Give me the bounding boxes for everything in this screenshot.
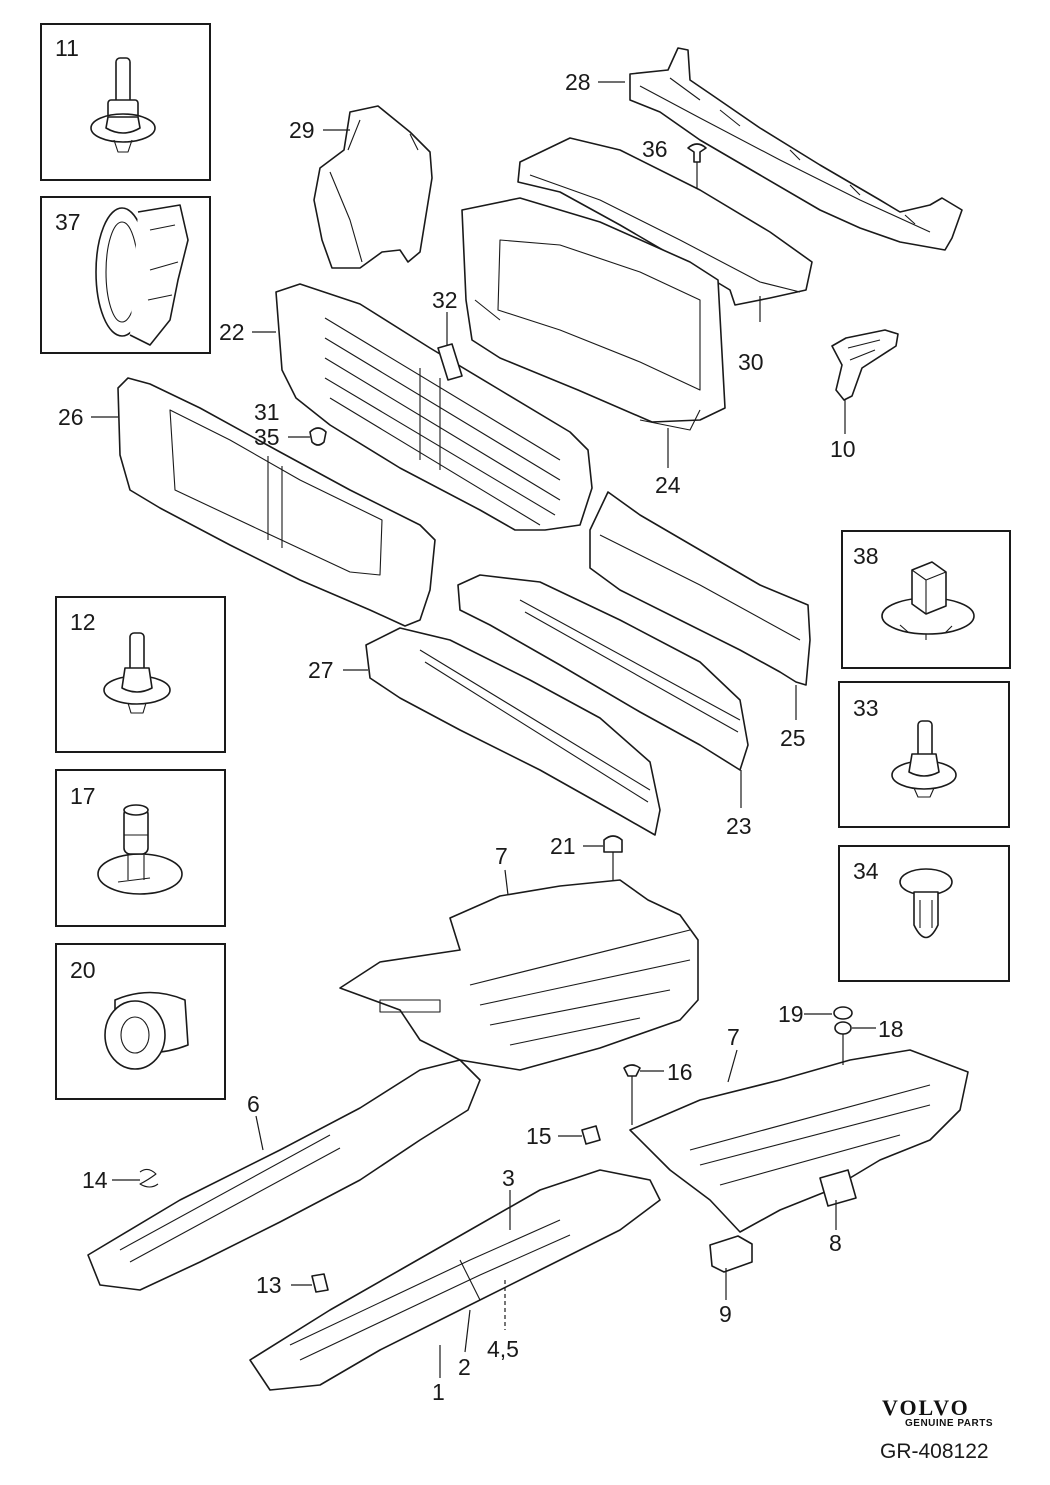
callout-13: 13: [256, 1272, 282, 1298]
callout-19: 19: [778, 1001, 804, 1027]
box-label-12: 12: [70, 609, 96, 635]
callout-28: 28: [565, 69, 591, 95]
callout-29: 29: [289, 117, 315, 143]
callout-1: 1: [432, 1379, 445, 1405]
box-part-11: 11: [40, 23, 211, 181]
grommet-20-icon: [104, 991, 189, 1070]
box-label-17: 17: [70, 783, 96, 809]
part-6-underbody-left: [87, 1059, 481, 1291]
part-27-deflector: [365, 627, 661, 836]
bolt-33-icon: [891, 720, 957, 798]
box-label-20: 20: [70, 957, 96, 983]
part-19-nut: [833, 1006, 853, 1020]
part-14-spring: [139, 1168, 159, 1188]
part-23-deflector: [457, 574, 749, 771]
callout-23: 23: [726, 813, 752, 839]
callout-9: 9: [719, 1301, 732, 1327]
box-part-17: 17: [55, 769, 226, 927]
brand-tagline: GENUINE PARTS: [905, 1418, 993, 1429]
part-16-screw: [623, 1064, 641, 1125]
part-30-air-guide: [517, 137, 813, 306]
box-label-34: 34: [853, 858, 879, 884]
callout-7-upper: 7: [495, 843, 508, 869]
part-26-lower-frame: [117, 377, 436, 627]
bolt-12-icon: [103, 632, 171, 714]
brand-block: VOLVO GENUINE PARTS GR-408122: [880, 1395, 993, 1463]
callout-27: 27: [308, 657, 334, 683]
box-label-38: 38: [853, 543, 879, 569]
push-rivet-34-icon: [899, 868, 953, 939]
volvo-logo: VOLVO: [882, 1395, 970, 1420]
part-10-bracket: [831, 329, 899, 401]
part-8-clip: [819, 1169, 857, 1207]
box-label-37: 37: [55, 209, 81, 235]
part-9-clip: [709, 1235, 753, 1273]
box-part-33: 33: [838, 681, 1010, 828]
nut-38-icon: [881, 561, 975, 640]
callout-18: 18: [878, 1016, 904, 1042]
callout-16: 16: [667, 1059, 693, 1085]
callout-6: 6: [247, 1091, 260, 1117]
callout-25: 25: [780, 725, 806, 751]
part-29-side-deflector: [313, 105, 433, 269]
box-part-34: 34: [838, 845, 1010, 982]
callout-7-lower: 7: [727, 1024, 740, 1050]
callout-24: 24: [655, 472, 681, 498]
callout-2: 2: [458, 1354, 471, 1380]
box-part-12: 12: [55, 596, 226, 753]
callout-22: 22: [219, 319, 245, 345]
part-13-clip: [311, 1273, 329, 1293]
box-label-11: 11: [55, 35, 79, 61]
callout-30: 30: [738, 349, 764, 375]
box-part-38: 38: [841, 530, 1011, 669]
callout-14: 14: [82, 1167, 108, 1193]
callout-8: 8: [829, 1230, 842, 1256]
part-24-radiator-frame: [461, 197, 726, 431]
part-7-shield-upper: [339, 879, 699, 1071]
box-part-37: 37: [40, 196, 211, 354]
part-25-air-guide: [589, 491, 811, 686]
box-label-33: 33: [853, 695, 879, 721]
callout-36: 36: [642, 136, 668, 162]
bolt-11-icon: [90, 57, 156, 153]
part-28-crossmember: [629, 47, 963, 251]
part-18-nut: [834, 1021, 852, 1065]
part-32-clip: [437, 312, 463, 381]
callout-21: 21: [550, 833, 576, 859]
diagram-reference: GR-408122: [880, 1440, 989, 1463]
callout-10: 10: [830, 436, 856, 462]
callout-15: 15: [526, 1123, 552, 1149]
box-part-20: 20: [55, 943, 226, 1100]
clip-nut-17-icon: [97, 804, 183, 895]
callout-3: 3: [502, 1165, 515, 1191]
leader-lines: [91, 81, 876, 1378]
callout-31: 31: [254, 399, 280, 425]
part-22-shutter-grille: [275, 283, 593, 531]
callout-4-5: 4,5: [487, 1336, 519, 1362]
callout-35: 35: [254, 424, 280, 450]
part-1-underbody-center: [249, 1169, 661, 1391]
callout-26: 26: [58, 404, 84, 430]
part-7-shield-lower: [629, 1049, 969, 1233]
part-15-clip: [581, 1125, 601, 1145]
fan-shroud-37-icon: [95, 204, 189, 346]
callout-32: 32: [432, 287, 458, 313]
callout-labels: 28 29 36 32 22 30 31 26 35 10 24 27 25 2…: [58, 69, 904, 1405]
part-35-screw: [309, 427, 327, 446]
